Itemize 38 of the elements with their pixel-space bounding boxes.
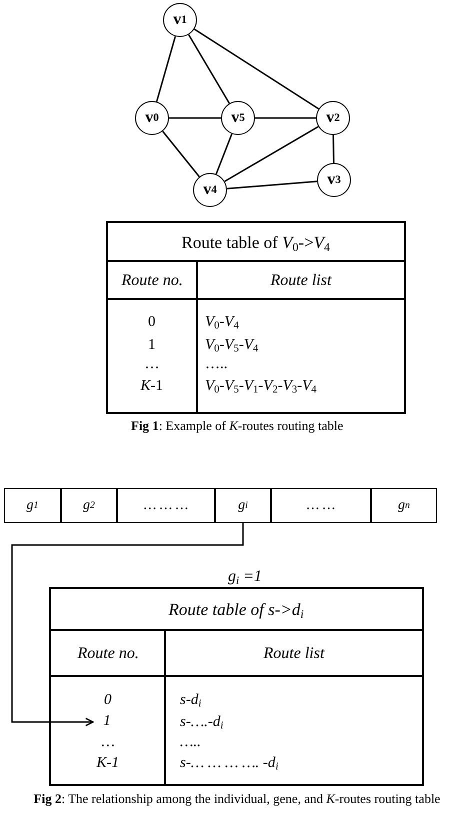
table-text: V$_{0}$-V$_{5}$-V$_{1}$-V$_{2}$-V$_{3}$-V$_{4}$ [205, 378, 317, 394]
table-text: s-….-d$_{i}$ [180, 714, 224, 730]
edge-line [188, 34, 230, 104]
table-text: V$_{0}$-V$_{5}$-V$_{4}$ [205, 336, 258, 354]
table-text: … [102, 734, 115, 750]
table-text: ….. [205, 356, 228, 372]
edge-line [162, 130, 200, 178]
edge-label: g$_{i}$ =1 [228, 568, 262, 585]
table-text: 1 [148, 336, 156, 354]
edge-line [156, 36, 176, 102]
table-text: 0 [104, 692, 112, 708]
table-text: K-1 [140, 378, 164, 394]
arrow [11, 523, 244, 726]
edge-line [169, 117, 221, 119]
column-header: Route list [270, 272, 332, 288]
table-text: s-d$_{i}$ [180, 692, 202, 708]
figure-caption: Fig 2: The relationship among the individual, gene, and K-routes routing table [32, 792, 442, 806]
gene-cell: … … … [117, 488, 215, 523]
column-header: Route no. [78, 644, 139, 662]
table-text: s-… … … …. -d$_{i}$ [180, 754, 278, 772]
table-title: Route table of s->d$_{i}$ [168, 600, 304, 618]
table-text: … [144, 356, 160, 372]
table-text: 1 [96, 713, 118, 731]
edge-line [255, 117, 316, 119]
edge-line [215, 134, 233, 174]
table-text: 0 [148, 314, 156, 330]
table-title: Route table of V$_{0}$->V$_{4}$ [182, 234, 330, 250]
table-text: ….. [180, 734, 201, 750]
edge-line [194, 28, 320, 110]
column-header: Route no. [122, 272, 183, 288]
figure-caption: Fig 1: Example of K-routes routing table [131, 416, 344, 434]
table-text: V$_{0}$-V$_{4}$ [205, 314, 239, 330]
edge-line [226, 180, 318, 190]
column-header: Route list [264, 644, 324, 662]
edge-line [224, 126, 319, 182]
gene-cell: … … [271, 488, 371, 523]
edge-line [332, 134, 334, 164]
table-text: K-1 [96, 754, 119, 772]
